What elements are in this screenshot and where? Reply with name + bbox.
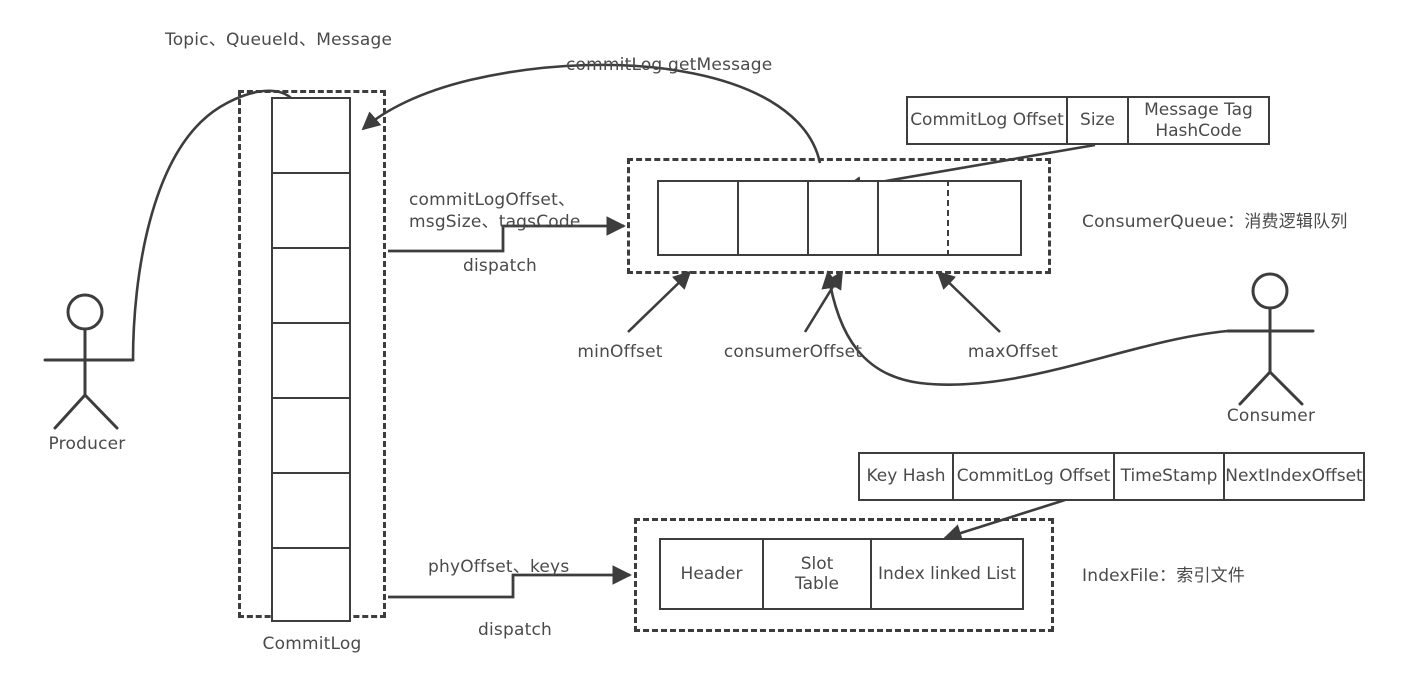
consumer-head — [1251, 272, 1289, 310]
max-offset-pointer — [936, 270, 1001, 333]
indexfile-cell-label: Slot Table — [795, 553, 839, 594]
index-entry-field-label: CommitLog Offset — [956, 466, 1111, 487]
dispatch-indexfile-arrow — [388, 565, 632, 599]
index-entry-field-label: TimeStamp — [1120, 466, 1218, 487]
dispatch-consumerqueue-arrow — [388, 216, 626, 253]
min-offset-label: minOffset — [577, 342, 663, 362]
consumerqueue-cell — [877, 180, 947, 256]
commitlog-cell — [271, 547, 351, 622]
cq-entry-field-label: Size — [1080, 110, 1115, 131]
consumerqueue-caption: ConsumerQueue：消费逻辑队列 — [1082, 212, 1348, 232]
produce-flow-label: Topic、QueueId、Message — [165, 30, 393, 50]
consumerqueue-container — [627, 158, 1051, 274]
indexfile-caption: IndexFile：索引文件 — [1082, 566, 1246, 586]
consumer-offset-label: consumerOffset — [723, 342, 863, 362]
dispatch-cq-action-label: dispatch — [463, 256, 537, 276]
commitlog-cell — [271, 322, 351, 397]
indexfile-cell-slot-table: Slot Table — [762, 538, 870, 610]
dispatch-cq-payload-line2: msgSize、tagsCode — [409, 212, 581, 232]
consumerqueue-cell — [737, 180, 807, 256]
indexfile-cell-label: Header — [680, 563, 743, 584]
consumer-figure — [1226, 272, 1315, 406]
commitlog-label: CommitLog — [262, 634, 362, 654]
index-entry-field-key-hash: Key Hash — [858, 452, 952, 501]
commitlog-cell — [271, 247, 351, 322]
cq-entry-field-size: Size — [1066, 96, 1127, 145]
producer-leg-left — [53, 393, 87, 430]
consumerqueue-cell — [807, 180, 877, 256]
dispatch-cq-payload-line1: commitLogOffset、 — [409, 190, 576, 210]
index-entry-field-label: Key Hash — [866, 466, 946, 487]
max-offset-label: maxOffset — [967, 342, 1059, 362]
index-entry-field-commitlog-offset: CommitLog Offset — [952, 452, 1113, 501]
consumer-leg-right — [1268, 370, 1304, 406]
consumerqueue-cell — [657, 180, 737, 256]
producer-label: Producer — [48, 434, 126, 454]
commitlog-cell — [271, 172, 351, 247]
commitlog-cell — [271, 97, 351, 172]
indexfile-cell-label: Index linked List — [877, 563, 1017, 584]
get-message-flow-label: commitLog.getMessage — [566, 55, 773, 75]
consumer-offset-arrow — [821, 270, 1229, 386]
cq-entry-field-label: CommitLog Offset — [910, 110, 1064, 131]
consumer-offset-pointer — [803, 270, 844, 333]
cq-entry-field-message-tag-hashcode: Message Tag HashCode — [1127, 96, 1270, 145]
dispatch-index-action-label: dispatch — [478, 620, 552, 640]
indexfile-container — [634, 518, 1054, 632]
commitlog-cell — [271, 472, 351, 547]
cq-entry-field-commitlog-offset: CommitLog Offset — [906, 96, 1066, 145]
index-entry-field-timestamp: TimeStamp — [1113, 452, 1223, 501]
index-entry-field-nextindexoffset: NextIndexOffset — [1223, 452, 1365, 501]
dispatch-index-payload-label: phyOffset、keys — [428, 557, 570, 577]
commitlog-cell — [271, 397, 351, 472]
producer-head — [66, 293, 104, 331]
index-entry-field-label: NextIndexOffset — [1225, 466, 1363, 487]
consumer-label: Consumer — [1226, 406, 1316, 426]
get-message-arrow — [361, 63, 822, 164]
indexfile-cell-header: Header — [659, 538, 762, 610]
producer-leg-right — [83, 393, 119, 430]
consumerqueue-cell — [947, 180, 1022, 256]
cq-entry-field-label: Message Tag HashCode — [1144, 100, 1253, 141]
produce-arrow — [131, 89, 308, 361]
consumer-leg-left — [1238, 370, 1272, 406]
producer-figure — [43, 293, 135, 430]
indexfile-cell-index-linked-list: Index linked List — [870, 538, 1024, 610]
min-offset-pointer — [627, 270, 692, 333]
